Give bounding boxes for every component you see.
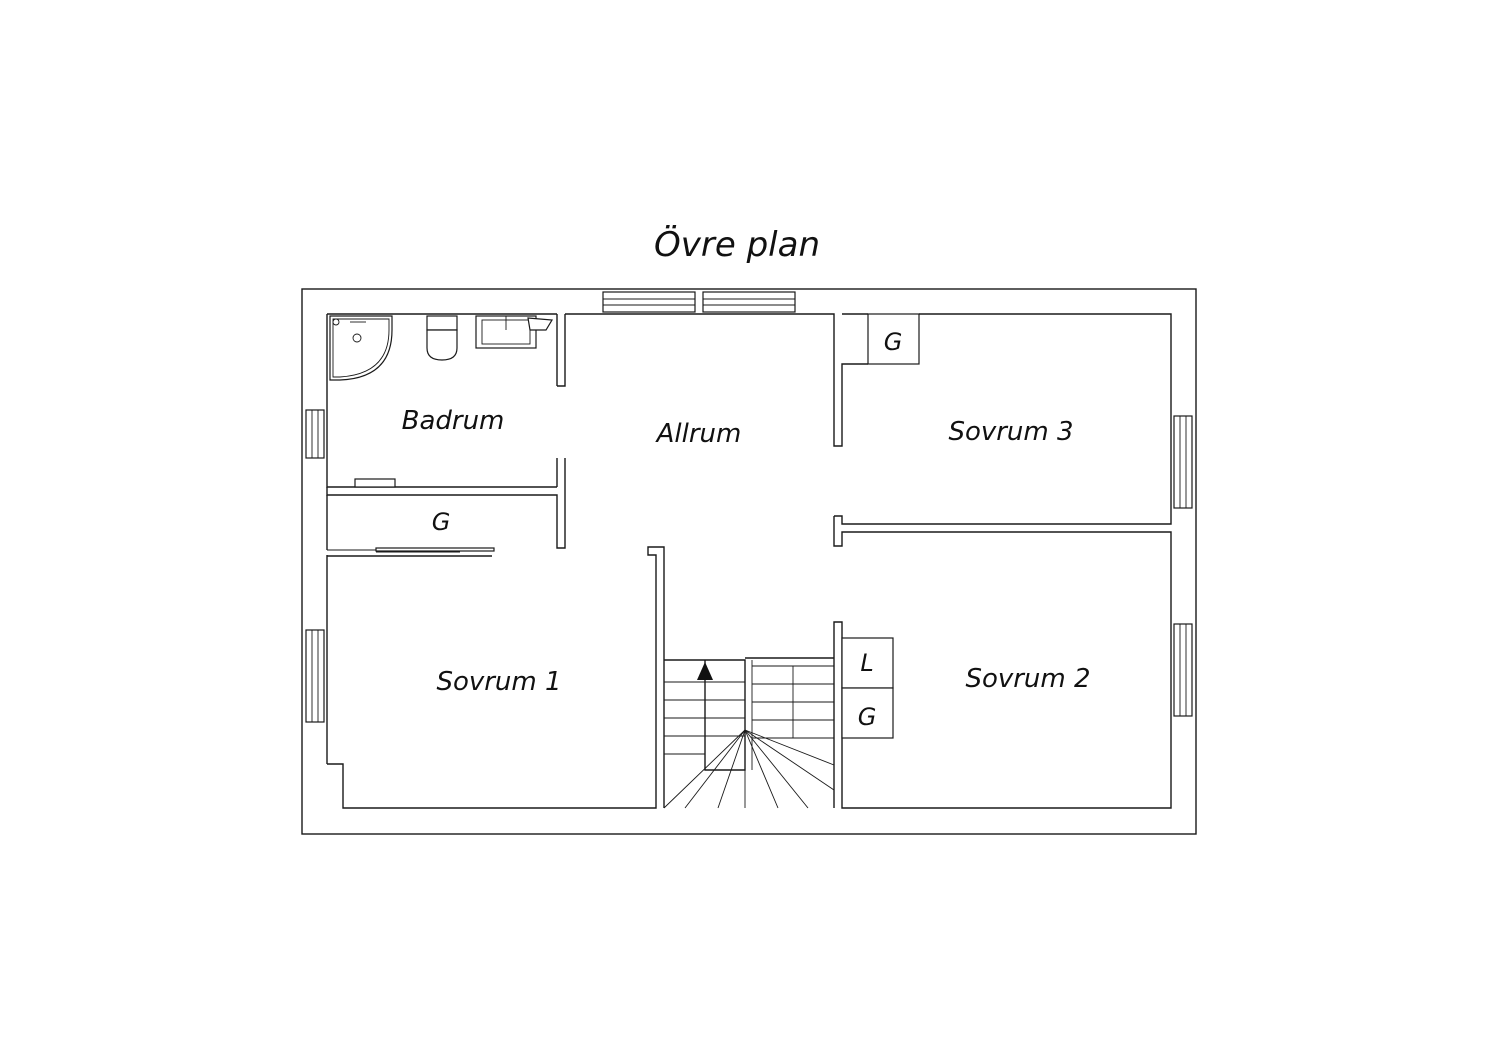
bathroom-radiator	[354, 478, 396, 488]
label-linen-closet: L	[860, 649, 873, 677]
allrum-walls	[833, 313, 1172, 809]
hall-closet	[326, 495, 495, 764]
side-windows	[305, 409, 1193, 723]
bedroom2-closet-box	[841, 687, 894, 739]
label-sovrum-2: Sovrum 2	[965, 664, 1090, 694]
label-closet-sovrum2: G	[858, 703, 877, 731]
bedroom3-closet	[867, 313, 920, 365]
plan-title: Övre plan	[654, 224, 820, 265]
bathroom-walls	[326, 313, 868, 549]
staircase	[663, 657, 835, 809]
label-closet-hall: G	[432, 508, 451, 536]
toilet-fixture	[426, 315, 458, 361]
label-sovrum-3: Sovrum 3	[948, 417, 1073, 447]
linen-closet-box	[841, 637, 894, 689]
exterior-wall	[301, 288, 1197, 835]
bedroom1-walls	[327, 546, 665, 809]
label-sovrum-1: Sovrum 1	[436, 667, 561, 697]
top-windows	[602, 291, 796, 313]
label-closet-sovrum3: G	[884, 328, 903, 356]
sink-fixture	[475, 315, 554, 349]
stair-up-arrow-icon	[697, 662, 713, 680]
label-allrum: Allrum	[655, 419, 742, 449]
shower-fixture	[329, 315, 393, 381]
label-badrum: Badrum	[402, 406, 505, 436]
